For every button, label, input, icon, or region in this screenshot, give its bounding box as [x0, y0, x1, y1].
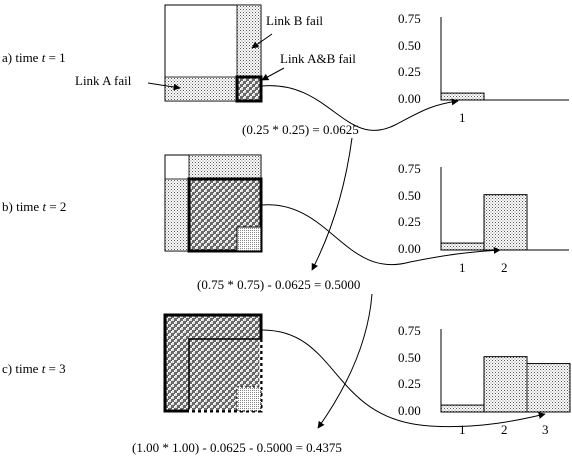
panel-b-xtick-2: 2 — [501, 260, 508, 275]
panel-c-xtick-2: 2 — [501, 422, 508, 437]
panel-a-ytick-000: 0.00 — [398, 91, 421, 106]
panel-a-flow-arrow — [261, 85, 459, 131]
panel-b-xtick-1: 1 — [459, 260, 466, 275]
panel-b-ytick-000: 0.00 — [398, 241, 421, 256]
panel-b: b) time t = 2 0.75 0.50 0.25 0.00 1 2 (0… — [2, 154, 569, 429]
panel-a-chart: 0.75 0.50 0.25 0.00 1 — [398, 11, 569, 125]
panel-c-bar-1 — [440, 404, 485, 413]
panel-c-ytick-075: 0.75 — [398, 323, 421, 338]
panel-b-bar-1 — [440, 242, 485, 251]
panel-c-formula: (1.00 * 1.00) - 0.0625 - 0.5000 = 0.4375 — [132, 440, 342, 455]
panel-c-ytick-025: 0.25 — [398, 376, 421, 391]
panel-b-bar-2 — [483, 194, 528, 251]
panel-b-label: b) time t = 2 — [2, 199, 66, 214]
link-ab-callout: Link A&B fail — [280, 51, 356, 66]
panel-a: a) time t = 1 Link B fail Link A&B fail … — [2, 4, 569, 271]
panel-b-prev-region — [236, 226, 262, 252]
link-ab-region — [235, 75, 263, 103]
panel-c-bar-2 — [483, 356, 528, 413]
panel-c-ytick-050: 0.50 — [398, 350, 421, 365]
panel-b-chart: 0.75 0.50 0.25 0.00 1 2 — [398, 161, 569, 275]
panel-a-ytick-075: 0.75 — [398, 11, 421, 26]
panel-c-square — [163, 313, 263, 413]
panel-b-ytick-075: 0.75 — [398, 161, 421, 176]
panel-c-ytick-000: 0.00 — [398, 403, 421, 418]
panel-c: c) time t = 3 0.75 0.50 0.25 0.00 1 2 3 … — [2, 313, 571, 455]
panel-a-formula: (0.25 * 0.25) = 0.0625 — [242, 122, 359, 137]
panel-c-chart: 0.75 0.50 0.25 0.00 1 2 3 — [398, 323, 571, 437]
panel-a-to-b-arrow — [311, 137, 353, 271]
panel-b-formula: (0.75 * 0.75) - 0.0625 = 0.5000 — [197, 277, 360, 292]
panel-b-square — [164, 154, 263, 253]
panel-c-xtick-1: 1 — [459, 422, 466, 437]
panel-c-bar-3 — [526, 363, 571, 413]
link-a-pointer — [147, 82, 181, 91]
panel-a-square — [164, 4, 263, 103]
panel-a-ytick-025: 0.25 — [398, 64, 421, 79]
link-ab-pointer — [261, 67, 285, 81]
link-a-callout: Link A fail — [75, 73, 132, 88]
panel-a-bar-1 — [440, 92, 485, 101]
link-b-pointer — [251, 33, 273, 49]
panel-a-label: a) time t = 1 — [2, 50, 66, 65]
panel-b-ytick-050: 0.50 — [398, 188, 421, 203]
panel-a-xtick-1: 1 — [459, 110, 466, 125]
panel-b-flow-arrow — [261, 204, 501, 265]
link-b-callout: Link B fail — [266, 13, 323, 28]
panel-a-ytick-050: 0.50 — [398, 38, 421, 53]
panel-c-xtick-3: 3 — [542, 422, 549, 437]
panel-b-ytick-025: 0.25 — [398, 214, 421, 229]
panel-b-to-c-arrow — [317, 293, 373, 429]
panel-c-flow-arrow — [261, 329, 546, 428]
panel-c-label: c) time t = 3 — [2, 361, 66, 376]
